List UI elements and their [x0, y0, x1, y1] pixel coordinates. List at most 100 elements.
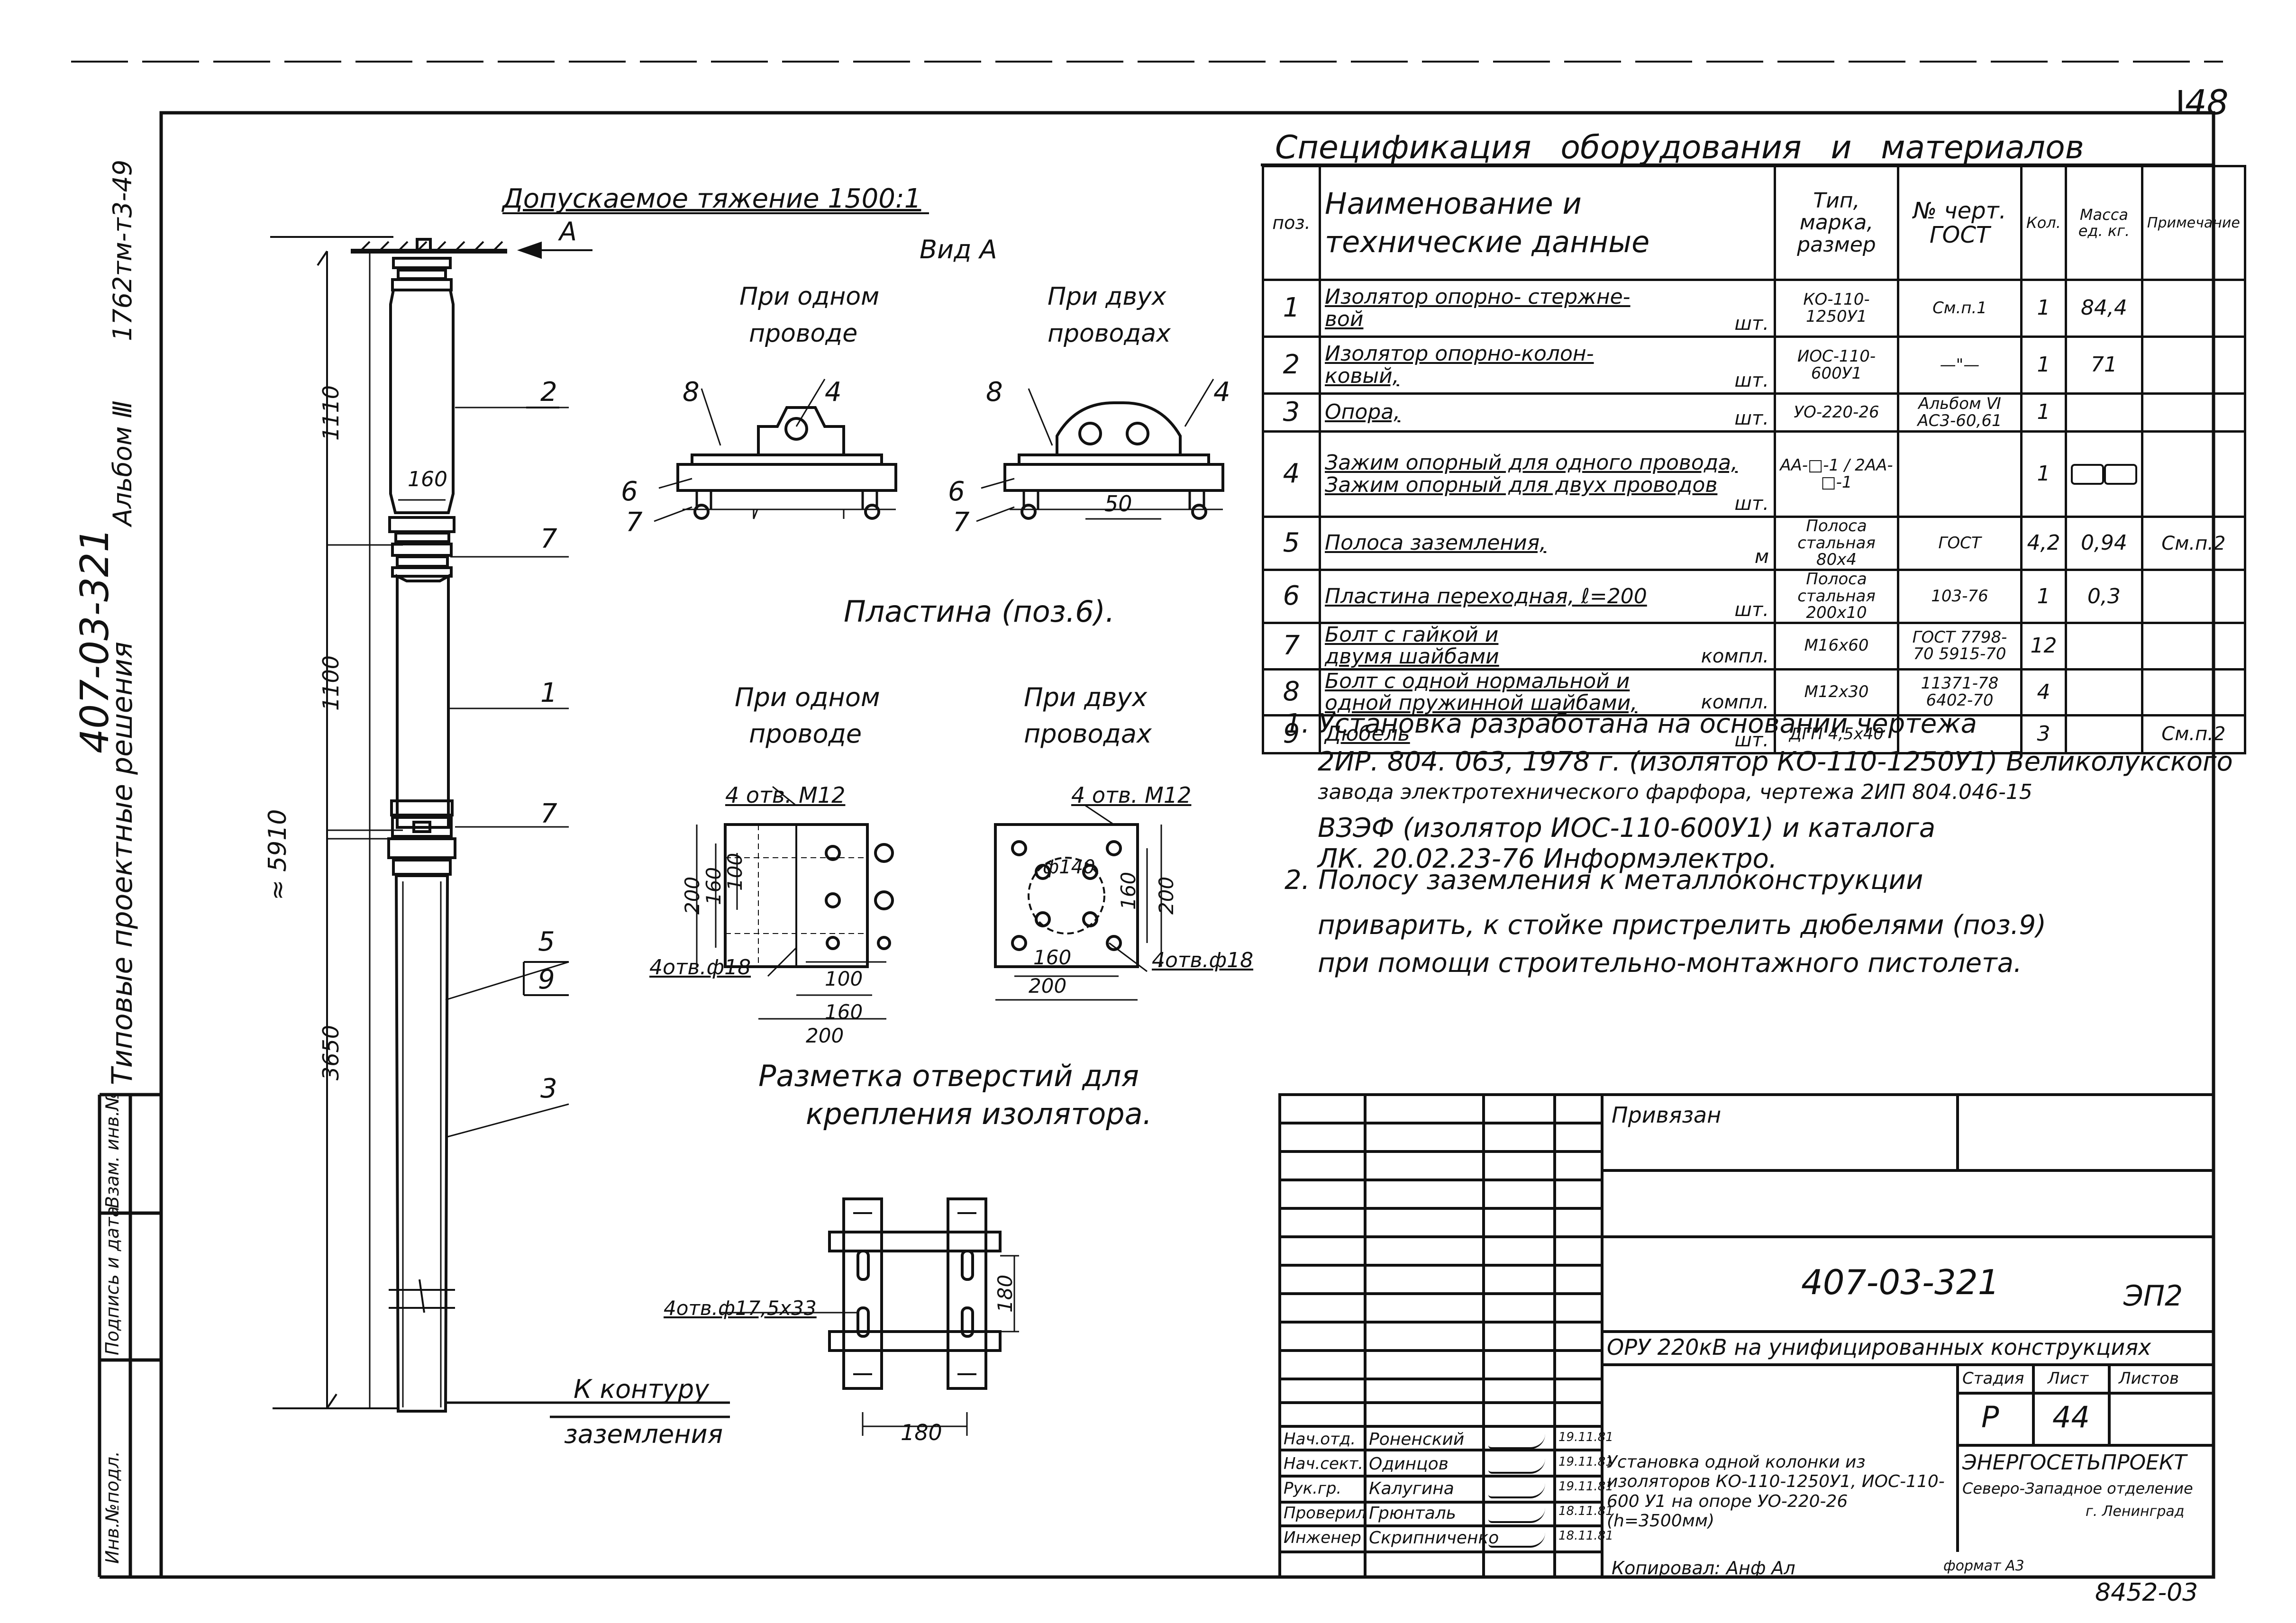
spec-cell-qty: 4	[2020, 668, 2067, 716]
spec-cell-mass: 0,3	[2064, 569, 2143, 625]
spec-name-unit: шт.	[1734, 313, 1769, 335]
spec-name-unit: шт.	[1734, 493, 1769, 515]
tb-signer-role: Рук.гр.	[1284, 1479, 1342, 1498]
plate-double-holes-d18: 4отв.ф18	[1152, 948, 1254, 972]
marking-dim-v: 180	[993, 1274, 1017, 1313]
series-title-vertical: Типовые проектные решения	[106, 641, 139, 1085]
plate-double-dim-200v: 200	[1155, 876, 1178, 915]
spec-name-unit: шт.	[1734, 729, 1769, 751]
plate-double-dim-160h: 160	[1033, 946, 1072, 969]
spec-cell-mass: 0,94	[2064, 515, 2143, 571]
note-line: ВЗЭФ (изолятор ИОС-110-600У1) и каталога	[1318, 813, 1936, 843]
spec-cell-qty: 12	[2020, 622, 2067, 671]
tb-signer-name: Калугина	[1369, 1479, 1454, 1498]
spec-cell-pos: 2	[1262, 335, 1321, 395]
tension-label: Допускаемое тяжение 1500:1	[502, 183, 921, 214]
spec-cell-qty: 1	[2020, 430, 2067, 518]
spec-cell-gost: См.п.1	[1897, 279, 2023, 338]
tb-sheet: 44	[2052, 1400, 2090, 1434]
tb-signer-date: 19.11.81	[1558, 1430, 1613, 1444]
spec-cell-note: См.п.2	[2141, 714, 2246, 754]
tb-doc-number: 407-03-321	[1801, 1262, 2000, 1302]
tb-signer-date: 19.11.81	[1558, 1479, 1613, 1494]
spec-name-line2: одной пружинной шайбами,	[1325, 690, 1638, 715]
spec-name-line1: Зажим опорный для одного провода,	[1325, 451, 1738, 475]
spec-name-line1: Болт с одной нормальной и	[1325, 669, 1630, 693]
spec-cell-type: ДГП 4,5х40	[1774, 714, 1899, 754]
title-block-frame	[1278, 1093, 2215, 1578]
view-a-single-mark-6: 6	[621, 476, 638, 507]
margin-stamp-inv: Инв.№подл.	[102, 1451, 123, 1564]
spec-cell-note	[2141, 335, 2246, 395]
view-a-double-mark-7: 7	[953, 507, 970, 538]
spec-cell-note	[2141, 279, 2246, 338]
signature-icon	[1488, 1483, 1545, 1498]
spec-cell-pos: 8	[1262, 668, 1321, 716]
spec-header-qty: Кол.	[2020, 165, 2067, 281]
view-a-single-title-1: При одном	[739, 282, 880, 311]
signature-icon	[1488, 1532, 1545, 1548]
plate-single-dim-160v: 160	[702, 867, 725, 905]
plate-double-drawing	[994, 805, 1162, 1001]
spec-cell-type: Полоса стальная 200х10	[1774, 569, 1899, 625]
note-line: ЛК. 20.02.23-76 Информэлектро.	[1318, 843, 1777, 874]
spec-cell-qty: 1	[2020, 335, 2067, 395]
plate-single-holes-d18: 4отв.ф18	[649, 955, 751, 979]
spec-name-unit: шт.	[1734, 599, 1769, 621]
tb-signer-name: Скрипниченко	[1369, 1528, 1499, 1548]
tb-copied-by: Копировал: Анф Ал	[1612, 1558, 1795, 1578]
plate-single-dim-100h: 100	[825, 967, 863, 990]
margin-stamp-signature: Подпись и дата	[102, 1206, 123, 1355]
marking-dim-h: 180	[901, 1420, 942, 1445]
tb-binding: Привязан	[1612, 1102, 1722, 1128]
plate-single-holes-m12: 4 отв. М12	[725, 782, 846, 808]
tb-signer-date: 18.11.81	[1558, 1504, 1613, 1518]
dim-1100: 1100	[318, 655, 344, 711]
tb-format: формат А3	[1943, 1558, 2024, 1574]
ground-label-line1: К контуру	[574, 1374, 710, 1404]
album-label-vertical: Альбом Ⅲ	[108, 400, 137, 526]
tb-sheets-header: Листов	[2119, 1369, 2179, 1388]
tb-signer-role: Проверил	[1284, 1504, 1367, 1523]
column-elevation	[270, 212, 929, 1418]
pos-1: 1	[540, 678, 557, 708]
plate-single-dim-200v: 200	[681, 876, 704, 915]
view-a-single-title-2: проводе	[749, 319, 858, 348]
mass-box-icon	[2070, 463, 2104, 485]
spec-cell-name: Изолятор опорно-колон-ковый,шт.	[1319, 335, 1776, 395]
marking-drawing	[720, 1197, 1019, 1436]
tb-inventory: 8452-03	[2095, 1578, 2198, 1607]
spec-name-unit: м	[1754, 546, 1769, 568]
tb-signer-name: Грюнталь	[1369, 1504, 1457, 1523]
spec-table: поз. Наименование и технические данные Т…	[1262, 165, 2246, 754]
signature-icon	[1488, 1434, 1545, 1449]
view-a-single-mark-7: 7	[626, 507, 643, 538]
album-code-vertical: 1762тм-т3-49	[108, 159, 137, 341]
spec-name-line1: Изолятор опорно-колон-	[1325, 342, 1594, 366]
view-a-double-mark-4: 4	[1213, 377, 1230, 408]
plate-double-title-1: При двух	[1024, 682, 1148, 712]
spec-cell-pos: 5	[1262, 515, 1321, 571]
spec-cell-mass	[2064, 668, 2143, 716]
view-a-double-mark-6: 6	[948, 476, 965, 507]
sheet-number: 48	[2185, 82, 2229, 122]
spec-cell-type: КО-110-1250У1	[1774, 279, 1899, 338]
plate-double-dim-160v: 160	[1117, 871, 1140, 910]
view-a-double-title-2: проводах	[1048, 319, 1171, 348]
dim-1110: 1110	[318, 385, 344, 441]
spec-cell-mass: 84,4	[2064, 279, 2143, 338]
total-height-dim: ≈ 5910	[264, 809, 292, 900]
plate-single-title-1: При одном	[735, 682, 880, 712]
spec-cell-type: Полоса стальная 80х4	[1774, 515, 1899, 571]
spec-cell-note	[2141, 622, 2246, 671]
tb-description: Установка одной колонки из изоляторов КО…	[1607, 1452, 1953, 1531]
